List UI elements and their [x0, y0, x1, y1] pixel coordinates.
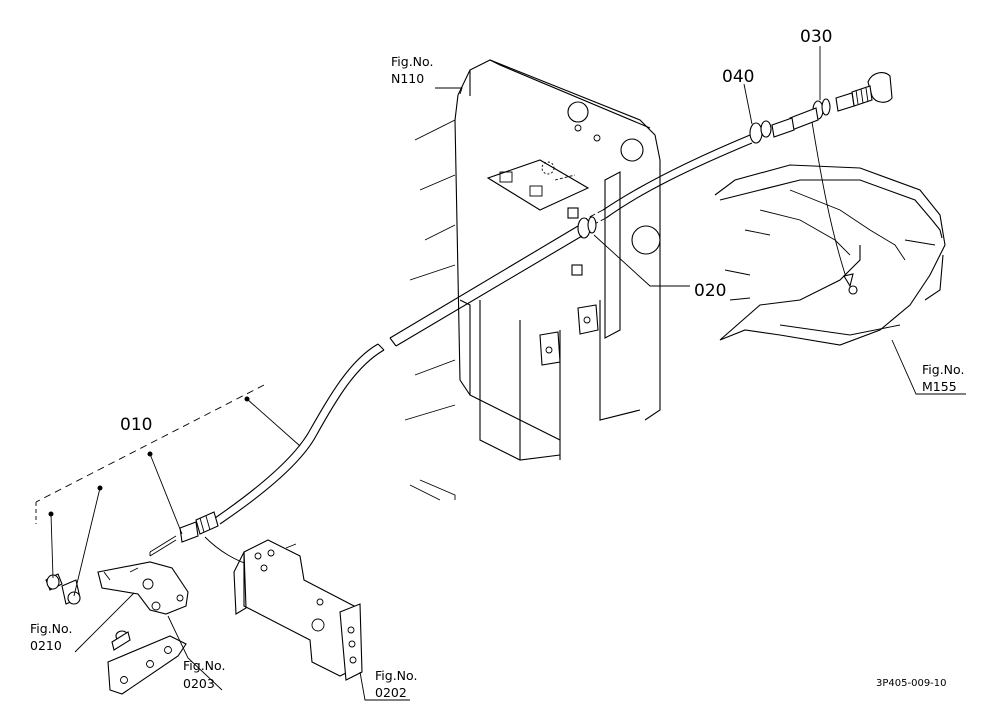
fig-ref-n110-number: N110 — [391, 71, 424, 86]
kit-outline — [35, 384, 301, 597]
drawing-code: 3P405-009-10 — [876, 678, 947, 689]
callout-010: 010 — [120, 415, 152, 435]
fig-ref-n110-caption: Fig.No. — [391, 54, 433, 69]
fig-ref-0210-caption: Fig.No. — [30, 621, 72, 636]
floor-panel — [714, 164, 946, 346]
throttle-cable — [149, 72, 893, 571]
fig-ref-0210-number: 0210 — [30, 638, 62, 653]
callout-020: 020 — [694, 281, 726, 301]
fig-ref-0203-number: 0203 — [183, 676, 215, 691]
fig-ref-0202-number: 0202 — [375, 685, 407, 700]
bracket-0202 — [233, 539, 363, 681]
leader-lines — [74, 46, 966, 701]
fig-ref-m155-caption: Fig.No. — [922, 362, 964, 377]
fittings-left — [45, 573, 81, 605]
callout-040: 040 — [722, 67, 754, 87]
fig-ref-0202-caption: Fig.No. — [375, 668, 417, 683]
fig-ref-m155-number: M155 — [922, 379, 957, 394]
callout-030: 030 — [800, 27, 832, 47]
clip-0203 — [107, 630, 187, 695]
fig-ref-0203-caption: Fig.No. — [183, 658, 225, 673]
bracket-0210 — [97, 561, 189, 615]
frame-panel — [404, 59, 661, 501]
